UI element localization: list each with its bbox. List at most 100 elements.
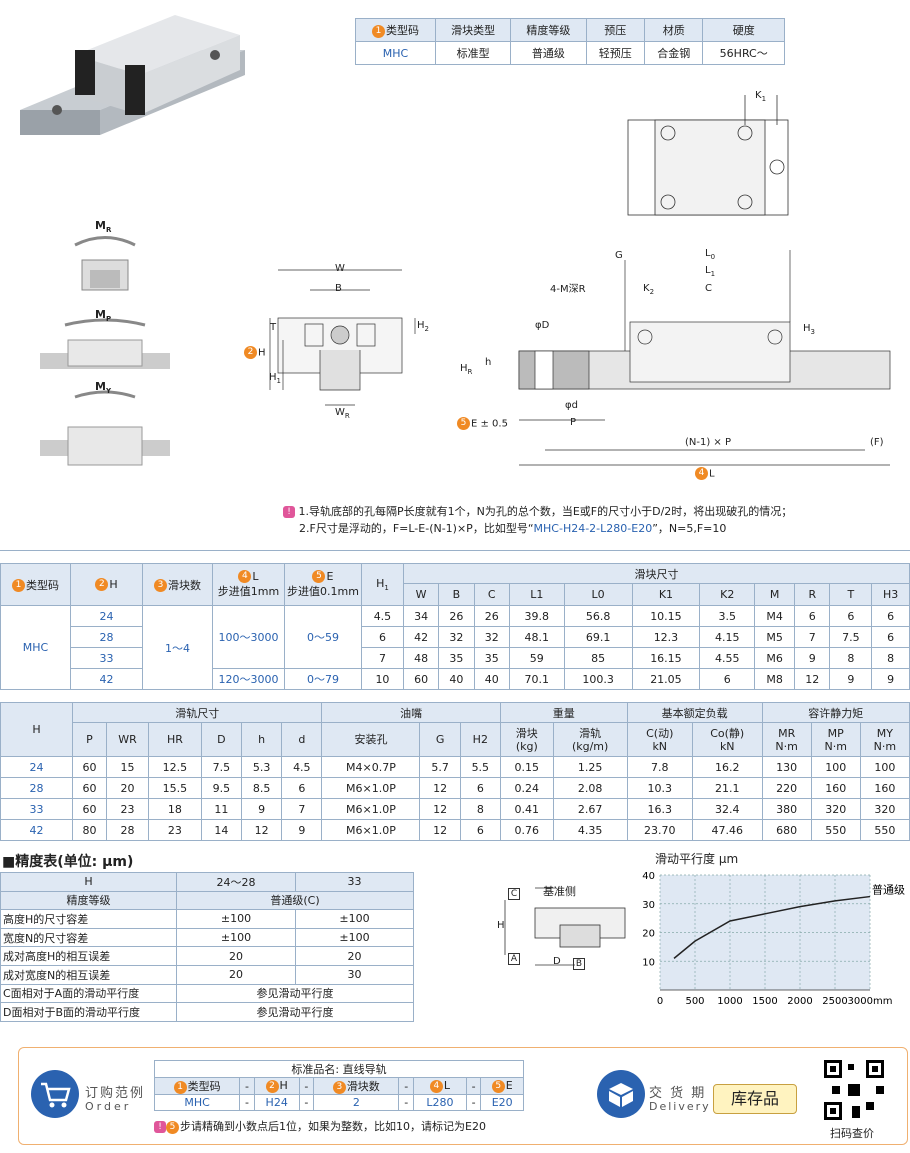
prec-label: H [0, 872, 177, 892]
dim-H2: H2 [417, 320, 429, 333]
t1-cell: 60 [402, 668, 440, 690]
t2-H: 33 [0, 798, 73, 820]
t1-cell: 9 [871, 668, 910, 690]
prec-value: 20 [295, 946, 414, 966]
chart-y-tick: 20 [642, 929, 655, 940]
t2-cell: 32.4 [691, 798, 763, 820]
t2-subheader: d [281, 722, 323, 757]
t2-cell: 100 [810, 756, 861, 778]
dim-WR: WR [335, 407, 350, 420]
chart-y-tick: 30 [642, 900, 655, 911]
t2-subheader: h [240, 722, 283, 757]
t2-subheader: P [72, 722, 107, 757]
order-std-name: 标准品名: 直线导轨 [154, 1060, 524, 1078]
t1-cell: 85 [563, 647, 633, 669]
th-slider-type: 滑块类型 [434, 18, 512, 42]
t1-subheader: H3 [871, 583, 910, 606]
prec-value: 普通级(C) [176, 890, 414, 911]
prec-value: 24～28 [176, 872, 296, 892]
td-type: MHC [355, 41, 436, 65]
t2-th-oil: 油嘴 [321, 702, 501, 723]
t1-subheader: K1 [631, 583, 701, 606]
t2-cell: 6 [459, 819, 501, 841]
t1-cell: 69.1 [563, 626, 633, 648]
dim-M4: 4-M深R [550, 284, 586, 295]
t2-cell: 12 [419, 798, 461, 820]
t2-cell: 16.3 [626, 798, 693, 820]
t1-th-block-dims: 滑块尺寸 [402, 563, 910, 584]
t1-cell: 40 [438, 668, 475, 690]
prec-value: 参见滑动平行度 [176, 1002, 414, 1022]
t2-cell: M6×1.0P [321, 777, 421, 799]
t1-cell: 6 [699, 668, 756, 690]
t1-cell: 26 [473, 605, 510, 627]
dim-HR: HR [460, 363, 473, 376]
t2-cell: 0.15 [499, 756, 554, 778]
ref-label: 基准侧 [543, 885, 576, 898]
t2-cell: 130 [761, 756, 812, 778]
divider [0, 550, 910, 551]
t2-cell: 9 [240, 798, 283, 820]
delivery-title: 交 货 期 [649, 1086, 707, 1101]
t1-cell: 35 [473, 647, 510, 669]
t1-cell: 6 [871, 626, 910, 648]
dim-phid: φd [565, 400, 578, 411]
t1-cell: 42 [402, 626, 440, 648]
qr-code[interactable] [822, 1058, 886, 1122]
t2-cell: 9.5 [200, 777, 242, 799]
prec-row: C面相对于A面的滑动平行度参见滑动平行度 [0, 983, 414, 1004]
t2-cell: 320 [810, 798, 861, 820]
t1-cell: 34 [402, 605, 440, 627]
t1-cell: 26 [438, 605, 475, 627]
t2-cell: 21.1 [691, 777, 763, 799]
prec-value: ±100 [295, 927, 414, 948]
dim-NP: (N-1) × P [685, 437, 732, 448]
prec-label: 成对高度H的相互误差 [0, 946, 177, 966]
t2-th-H: H [0, 702, 73, 757]
t1-H-2: 33 [70, 647, 143, 669]
t2-subheader: C(动) kN [626, 722, 693, 757]
chart-series-label: 普通级 [872, 883, 905, 897]
td-hardness: 56HRC～ [702, 41, 785, 65]
t1-subheader: R [794, 583, 831, 606]
notes: ! 1.导轨底部的孔每隔P长度就有1个，N为孔的总个数，当E或F的尺寸小于D/2… [283, 503, 792, 537]
order-val-type: MHC [153, 1094, 241, 1111]
t2-cell: 8 [459, 798, 501, 820]
t2-subheader: G [419, 722, 461, 757]
t1-cell: 12.3 [631, 626, 701, 648]
t1-cell: 100.3 [563, 668, 633, 690]
chart-series-line [673, 895, 871, 959]
t1-subheader: K2 [699, 583, 756, 606]
prec-label: 成对宽度N的相互误差 [0, 964, 177, 985]
ref-D: D [553, 956, 561, 967]
th-hardness: 硬度 [702, 18, 785, 42]
t1-cell: M8 [754, 668, 796, 690]
t2-cell: 5.7 [419, 756, 461, 778]
label-mp: MP [95, 308, 112, 324]
t1-cell: 8 [871, 647, 910, 669]
t1-E-a: 0～59 [284, 605, 362, 669]
dim-P: P [570, 417, 577, 428]
t2-cell: 8.5 [240, 777, 283, 799]
order-title: 订购范例 [85, 1086, 146, 1101]
t1-cell: 21.05 [631, 668, 701, 690]
chart-x-tick: 500 [685, 996, 704, 1007]
prec-label: 宽度N的尺寸容差 [0, 927, 177, 948]
t2-cell: 160 [859, 777, 910, 799]
t1-cell: 16.15 [631, 647, 701, 669]
t2-cell: 16.2 [691, 756, 763, 778]
order-title-en: Order [85, 1100, 132, 1113]
t1-cell: 10.15 [631, 605, 701, 627]
t2-cell: M6×1.0P [321, 798, 421, 820]
td-preload: 轻预压 [585, 41, 646, 65]
dim-H1: H1 [269, 372, 281, 385]
t1-subheader: L0 [563, 583, 633, 606]
